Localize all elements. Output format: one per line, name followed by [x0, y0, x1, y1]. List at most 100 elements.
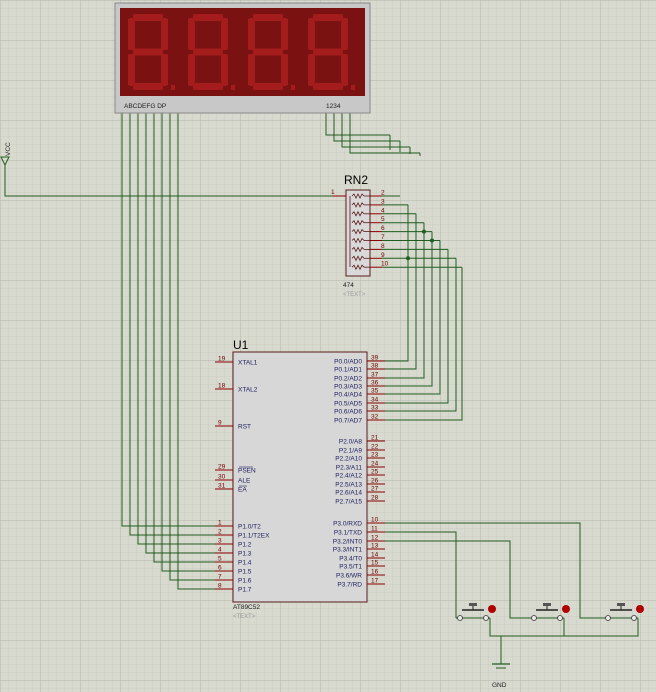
wire-p0-7 — [385, 267, 463, 421]
rn2-pin-4-num: 4 — [381, 207, 385, 214]
u1-pin-27-num: 27 — [371, 486, 379, 493]
digit-1-segment-c — [161, 54, 168, 86]
u1-pin-6[interactable]: 6P1.5 — [215, 565, 252, 576]
rn2-pin-9-num: 9 — [381, 252, 385, 259]
digit-1-segment-e — [128, 54, 135, 86]
vcc-terminal[interactable]: VCC — [0, 142, 12, 167]
rn2-resistor-8 — [351, 255, 365, 262]
u1-pin-23-num: 23 — [371, 452, 379, 459]
u1-pin-32-num: 32 — [371, 414, 379, 421]
u1-pin-15-name: P3.5/T1 — [339, 564, 362, 571]
button-1-terminal-b — [483, 615, 489, 621]
u1-pin-36-num: 36 — [371, 380, 379, 387]
u1-pin-8[interactable]: 8P1.7 — [215, 583, 252, 594]
gnd-terminal[interactable]: GND — [492, 663, 510, 689]
button-2-terminal-b — [557, 615, 563, 621]
u1-pin-7[interactable]: 7P1.6 — [215, 574, 252, 585]
rn2-resistor-5 — [351, 228, 365, 235]
digit-2-segment-b — [221, 18, 228, 50]
u1-pin-13-num: 13 — [371, 543, 379, 550]
u1-pin-1-name: P1.0/T2 — [238, 524, 261, 531]
wire-p0-1 — [385, 213, 417, 370]
u1-pin-3[interactable]: 3P1.2 — [215, 538, 252, 549]
u1-pin-2[interactable]: 2P1.1/T2EX — [215, 529, 270, 540]
u1-pin-23-name: P2.2/A10 — [335, 456, 362, 463]
rn2-pin-8-num: 8 — [381, 243, 385, 250]
push-button-3[interactable] — [604, 603, 644, 621]
u1-pin-21-num: 21 — [371, 435, 379, 442]
wire-p0-4 — [385, 240, 441, 395]
u1-pin-25-num: 25 — [371, 469, 379, 476]
wire-common-4 — [349, 113, 420, 154]
push-button-2[interactable] — [530, 603, 570, 621]
u1-pin-38-num: 38 — [371, 363, 379, 370]
u1-pin-14-name: P3.4/T0 — [339, 556, 362, 563]
button-1-terminal-a — [457, 615, 463, 621]
seven-segment-display[interactable]: ABCDEFG DP 1234 — [114, 2, 371, 114]
digit-4-segment-dp — [351, 85, 355, 90]
u1-pin-29-name: PSEN — [238, 468, 256, 475]
digit-2-segment-e — [188, 54, 195, 86]
u1-pin-5-name: P1.4 — [238, 560, 252, 567]
rn2-refdes: RN2 — [344, 173, 368, 187]
common-pin-label: 1234 — [326, 103, 341, 110]
u1-pin-1[interactable]: 1P1.0/T2 — [215, 520, 261, 531]
rn2-resistor-3 — [351, 210, 365, 217]
u1-pin-4[interactable]: 4P1.3 — [215, 547, 252, 558]
u1-pin-35-name: P0.4/AD4 — [334, 392, 362, 399]
rn2-resistor-2 — [351, 202, 365, 208]
u1-pin-24-num: 24 — [371, 461, 379, 468]
junction-2 — [430, 238, 434, 243]
u1-pin-17-num: 17 — [371, 578, 379, 585]
digit-1-segment-dp — [171, 85, 175, 90]
microcontroller-u1[interactable]: U1 19XTAL118XTAL29RST29PSEN30ALE31EA1P1.… — [215, 338, 385, 620]
digit-4-segment-g — [313, 48, 343, 56]
u1-pin-14-num: 14 — [371, 552, 379, 559]
u1-pin-5[interactable]: 5P1.4 — [215, 556, 252, 567]
button-3-terminal-a — [605, 615, 611, 621]
u1-pin-12-name: P3.2/INT0 — [333, 539, 363, 546]
wire-vcc-rn2 — [4, 165, 332, 197]
button-2-terminal-a — [531, 615, 537, 621]
u1-pin-4-num: 4 — [218, 547, 222, 554]
wire-segment-7 — [169, 113, 215, 581]
wire-p0-3 — [385, 231, 433, 387]
rn2-pin-6-num: 6 — [381, 225, 385, 232]
push-button-1[interactable] — [456, 603, 496, 621]
u1-pin-3-name: P1.2 — [238, 542, 252, 549]
wire-segment-8 — [177, 113, 215, 590]
u1-pin-31-num: 31 — [218, 483, 226, 490]
